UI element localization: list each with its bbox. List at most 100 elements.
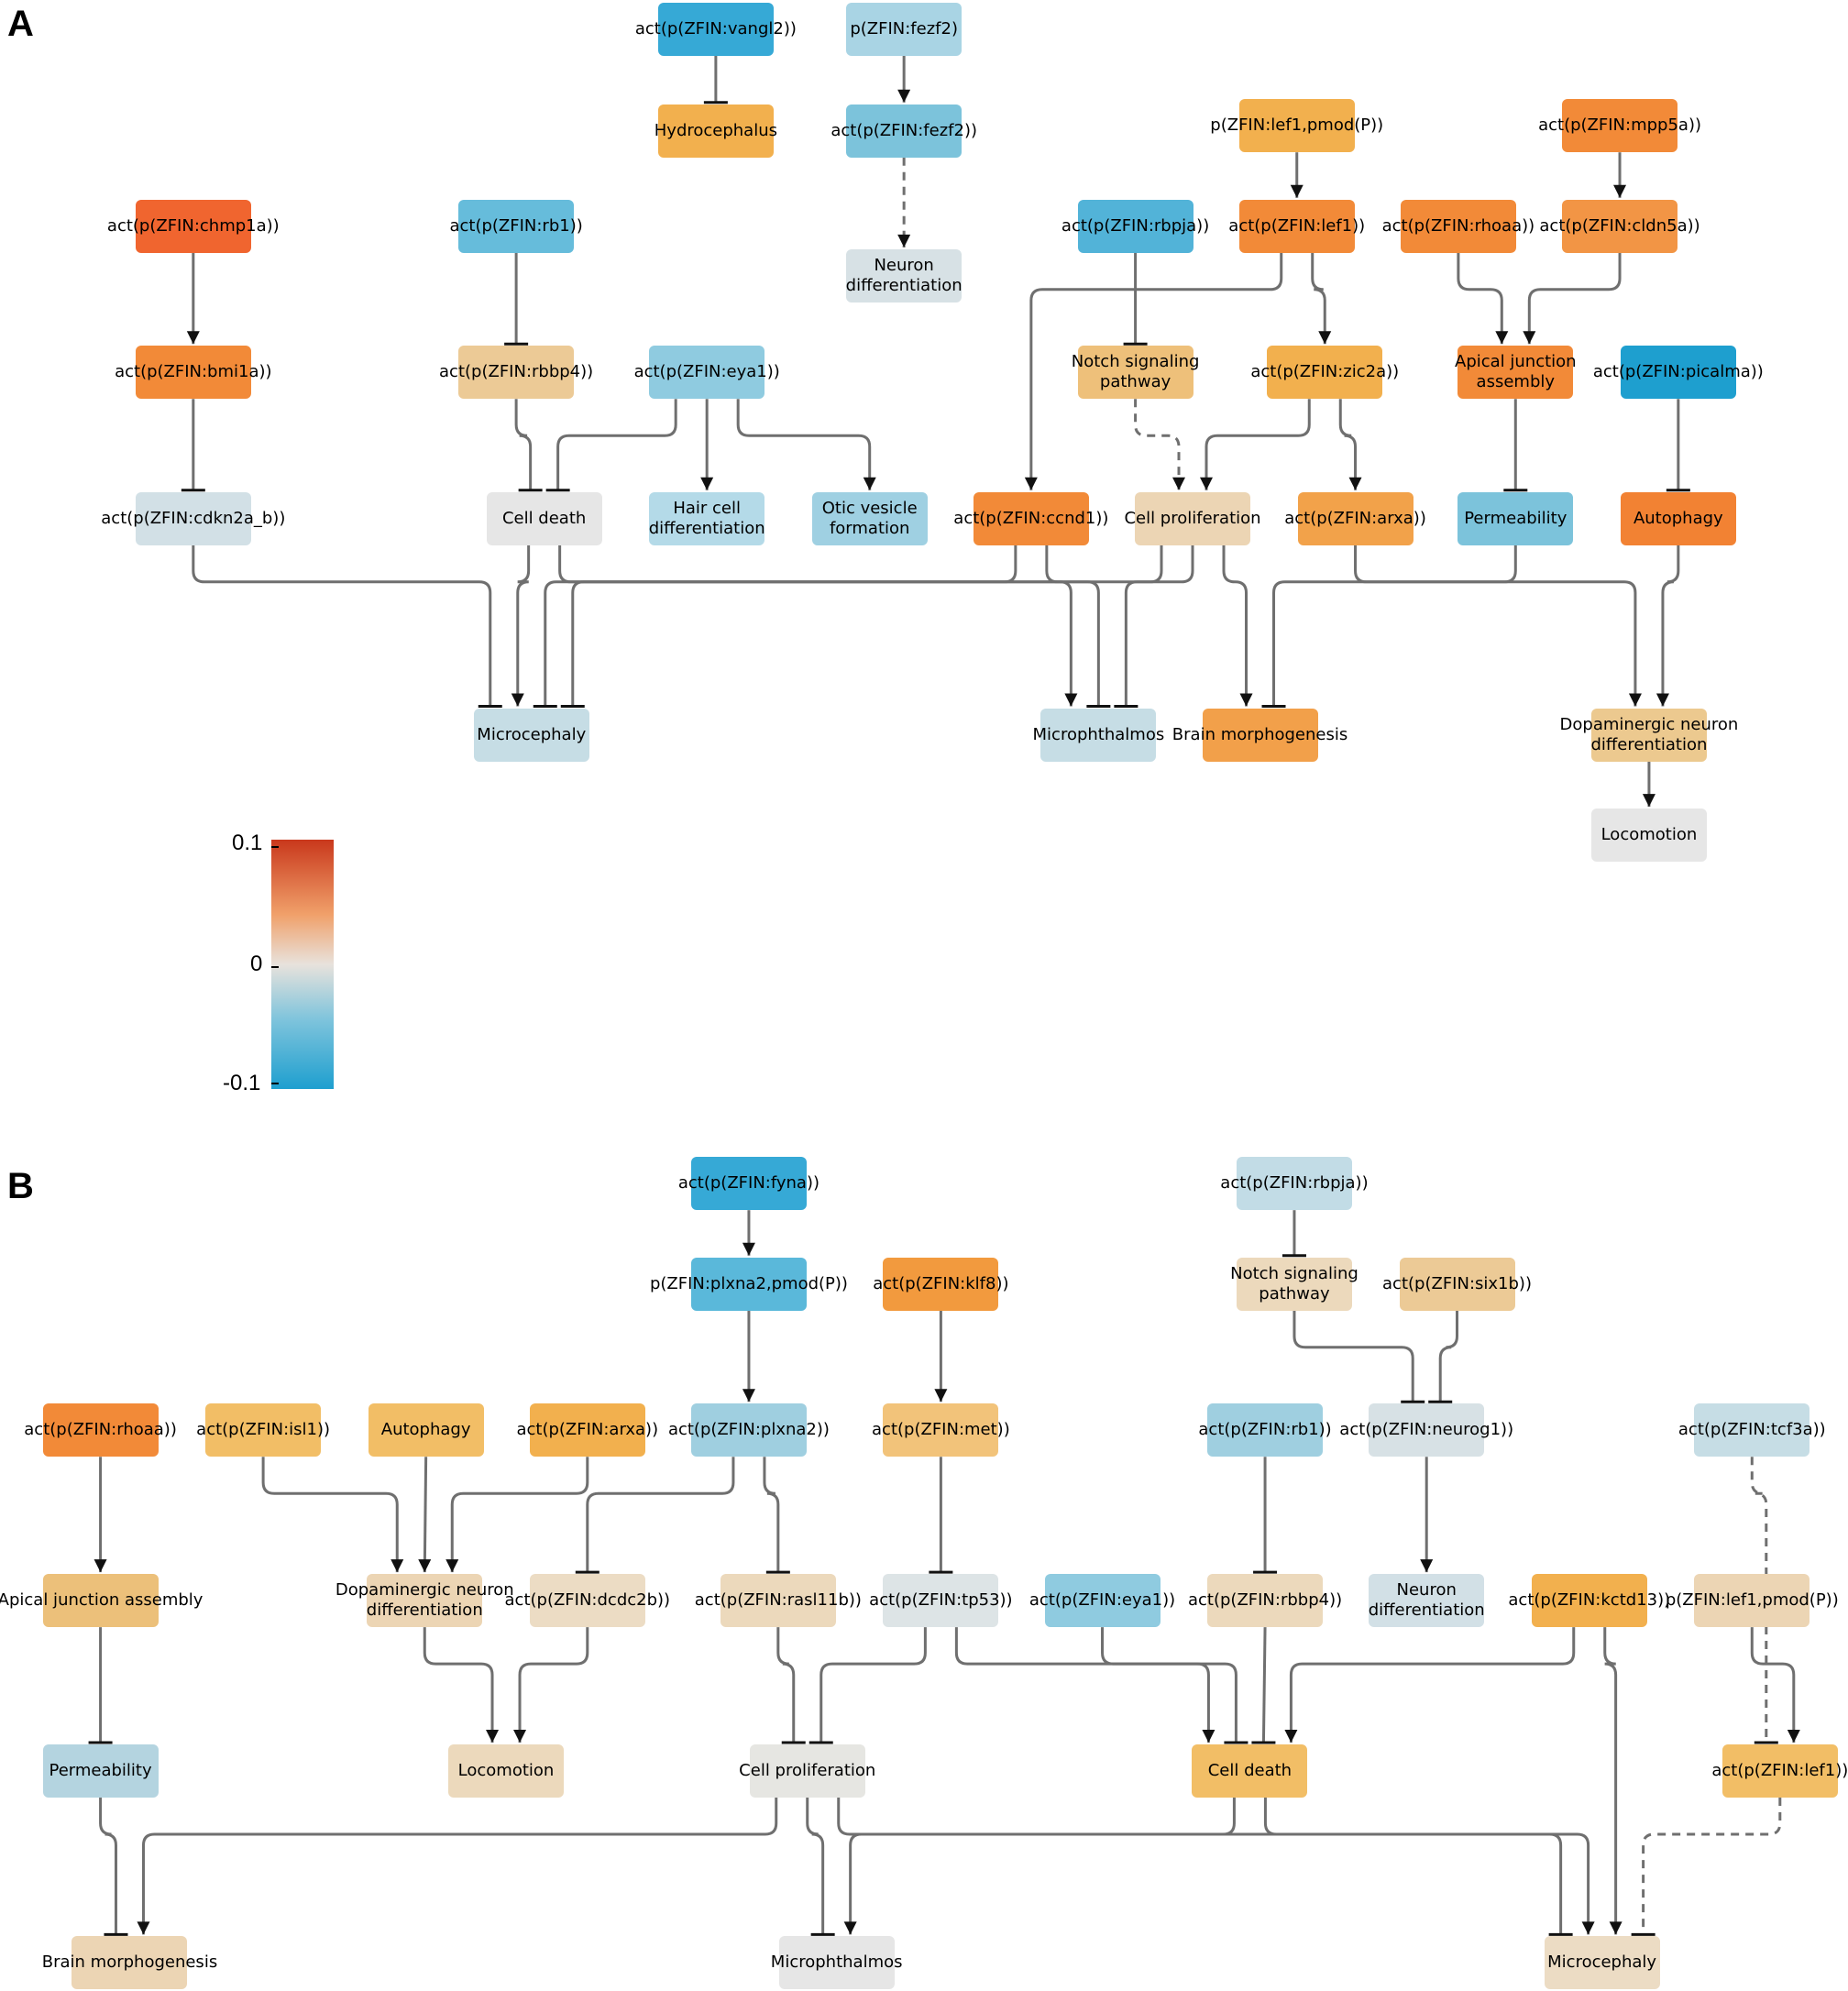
node-brainmorphA: Brain morphogenesis	[1172, 708, 1348, 762]
node-lef1A: act(p(ZFIN:lef1))	[1228, 199, 1365, 253]
node-dopaA: Dopaminergic neuron differentiation	[1560, 708, 1738, 762]
node-rb1A: act(p(ZFIN:rb1))	[449, 199, 583, 253]
edge-arrowhead-chmp1a-bmi1a	[186, 331, 200, 345]
edge-arrowhead-plxna2p-plxna2	[742, 1389, 755, 1402]
edge-tcf3a-lef1B	[1750, 1457, 1768, 1743]
panel-label-a: A	[7, 4, 34, 44]
node-kctd13: act(p(ZFIN:kctd13))	[1508, 1574, 1670, 1628]
node-rbbp4B: act(p(ZFIN:rbbp4))	[1188, 1574, 1342, 1628]
node-tcf3a: act(p(ZFIN:tcf3a))	[1678, 1403, 1826, 1458]
colorbar-tick-mid	[271, 966, 279, 968]
node-hydro: Hydrocephalus	[654, 104, 777, 158]
edge-arrowhead-autophagyB-dopaB	[418, 1559, 432, 1573]
edge-cellprolB-microcephB	[837, 1797, 1563, 1935]
edge-arrowhead-zic2a-arxaA	[1348, 477, 1362, 490]
colorbar	[271, 840, 334, 1089]
edge-arrowhead-cellprolB-brainmorphB	[137, 1921, 150, 1935]
node-notchB: Notch signaling pathway	[1230, 1257, 1358, 1311]
edge-kctd13-celldeathB	[1289, 1627, 1576, 1743]
edge-arrowhead-zic2a-cellprolA	[1200, 477, 1214, 490]
node-haircell: Hair cell differentiation	[649, 491, 765, 545]
colorbar-tick-min	[271, 1083, 279, 1084]
edge-tp53-celldeathB	[954, 1627, 1210, 1743]
edge-cellprolA-microphthA	[1124, 544, 1194, 707]
node-met: act(p(ZFIN:met))	[872, 1403, 1010, 1458]
edge-permB-brainmorphB	[99, 1797, 117, 1935]
edge-arxaB-dopaB	[450, 1457, 589, 1573]
node-microphthA: Microphthalmos	[1033, 708, 1164, 762]
node-dopaB: Dopaminergic neuron differentiation	[336, 1574, 514, 1628]
edge-ccnd1-microphthA	[1045, 544, 1100, 707]
edge-lef1A-zic2a	[1311, 252, 1326, 345]
edge-plxna2-dcdc2b	[586, 1457, 735, 1573]
node-ccnd1: act(p(ZFIN:ccnd1))	[953, 491, 1108, 545]
edge-arrowhead-fezf2p-fezf2a	[897, 89, 911, 103]
edge-rhoaaA-apicalA	[1457, 252, 1503, 345]
edge-arrowhead-klf8-met	[934, 1389, 948, 1402]
edge-dopaB-locoB	[423, 1627, 494, 1743]
node-lef1B: act(p(ZFIN:lef1))	[1711, 1744, 1848, 1798]
edge-arrowhead-kctd13-microcephB	[1609, 1921, 1622, 1935]
edge-zic2a-arxaA	[1338, 399, 1358, 490]
colorbar-min-label: -0.1	[223, 1071, 261, 1095]
edge-arrowhead-arxaB-dopaB	[446, 1559, 459, 1573]
node-fyna: act(p(ZFIN:fyna))	[678, 1157, 820, 1211]
node-klf8: act(p(ZFIN:klf8))	[873, 1257, 1009, 1311]
edge-arrowhead-celldeathA-microcephA	[511, 693, 524, 707]
node-neurondiffB: Neuron differentiation	[1369, 1574, 1485, 1628]
node-autophagyB: Autophagy	[368, 1403, 484, 1458]
edge-cellprolA-brainmorphA	[1222, 544, 1248, 707]
edge-autophagyA-dopaA	[1661, 544, 1680, 707]
node-chmp1a: act(p(ZFIN:chmp1a))	[107, 199, 280, 253]
edge-kctd13-microcephB	[1603, 1627, 1618, 1935]
edge-arrowhead-fezf2a-neurondiffA	[897, 234, 911, 248]
node-rhoaaA: act(p(ZFIN:rhoaa))	[1382, 199, 1534, 253]
node-eya1B: act(p(ZFIN:eya1))	[1029, 1574, 1175, 1628]
edge-cldn5a-apicalA	[1527, 252, 1622, 345]
node-neurondiffA: Neuron differentiation	[846, 248, 962, 302]
edge-arrowhead-mpp5a-cldn5a	[1613, 184, 1627, 198]
node-microphthB: Microphthalmos	[771, 1936, 903, 1990]
edge-arrowhead-celldeathA-microphthA	[1064, 693, 1078, 707]
edge-arrowhead-fyna-plxna2p	[742, 1242, 755, 1256]
edge-dcdc2b-locoB	[518, 1627, 589, 1743]
edge-cellprolB-brainmorphB	[141, 1797, 778, 1935]
edge-notchA-cellprolA	[1134, 399, 1181, 490]
node-cellprolB: Cell proliferation	[739, 1744, 875, 1798]
edge-arrowhead-isl1-dopaB	[390, 1559, 404, 1573]
edge-arrowhead-notchA-cellprolA	[1172, 477, 1186, 490]
edge-arrowhead-celldeathB-microcephB	[1581, 1921, 1595, 1935]
node-rb1B: act(p(ZFIN:rb1))	[1198, 1403, 1332, 1458]
edge-arrowhead-eya1A-haircell	[700, 477, 714, 490]
node-neurog1: act(p(ZFIN:neurog1))	[1339, 1403, 1513, 1458]
edge-arrowhead-rhoaaA-apicalA	[1495, 331, 1509, 345]
node-cdkn2a: act(p(ZFIN:cdkn2a_b))	[101, 491, 285, 545]
node-plxna2p: p(ZFIN:plxna2,pmod(P))	[650, 1257, 848, 1311]
edge-zic2a-cellprolA	[1204, 399, 1311, 490]
node-permA: Permeability	[1458, 491, 1574, 545]
edge-arrowhead-dopaA-locoA	[1642, 794, 1656, 808]
edge-rbbp4B-celldeathB	[1261, 1627, 1267, 1743]
edge-lef1A-ccnd1	[1029, 252, 1283, 490]
node-apicalA: Apical junction assembly	[1455, 346, 1577, 400]
node-isl1: act(p(ZFIN:isl1))	[196, 1403, 330, 1458]
edge-arrowhead-autophagyA-dopaA	[1656, 693, 1669, 707]
node-celldeathB: Cell death	[1192, 1744, 1308, 1798]
node-microcephB: Microcephaly	[1544, 1936, 1660, 1990]
edge-arrowhead-dcdc2b-locoB	[513, 1729, 527, 1743]
node-notchA: Notch signaling pathway	[1072, 346, 1199, 400]
edge-arrowhead-lef1pmodB-lef1B	[1787, 1729, 1800, 1743]
colorbar-mid-label: 0	[250, 952, 263, 976]
edge-notchB-neurog1	[1292, 1310, 1414, 1402]
node-rasl11b: act(p(ZFIN:rasl11b))	[695, 1574, 862, 1628]
edge-tp53-cellprolB	[820, 1627, 927, 1743]
edge-arrowhead-cellprolA-brainmorphA	[1239, 693, 1253, 707]
node-rbpjaB: act(p(ZFIN:rbpja))	[1220, 1157, 1369, 1211]
node-dcdc2b: act(p(ZFIN:dcdc2b))	[505, 1574, 670, 1628]
edge-arrowhead-lef1A-zic2a	[1318, 331, 1332, 345]
colorbar-max-label: 0.1	[232, 830, 263, 855]
node-tp53: act(p(ZFIN:tp53))	[869, 1574, 1013, 1628]
node-fezf2p: p(ZFIN:fezf2)	[846, 2, 962, 56]
node-rbbp4A: act(p(ZFIN:rbbp4))	[439, 346, 593, 400]
